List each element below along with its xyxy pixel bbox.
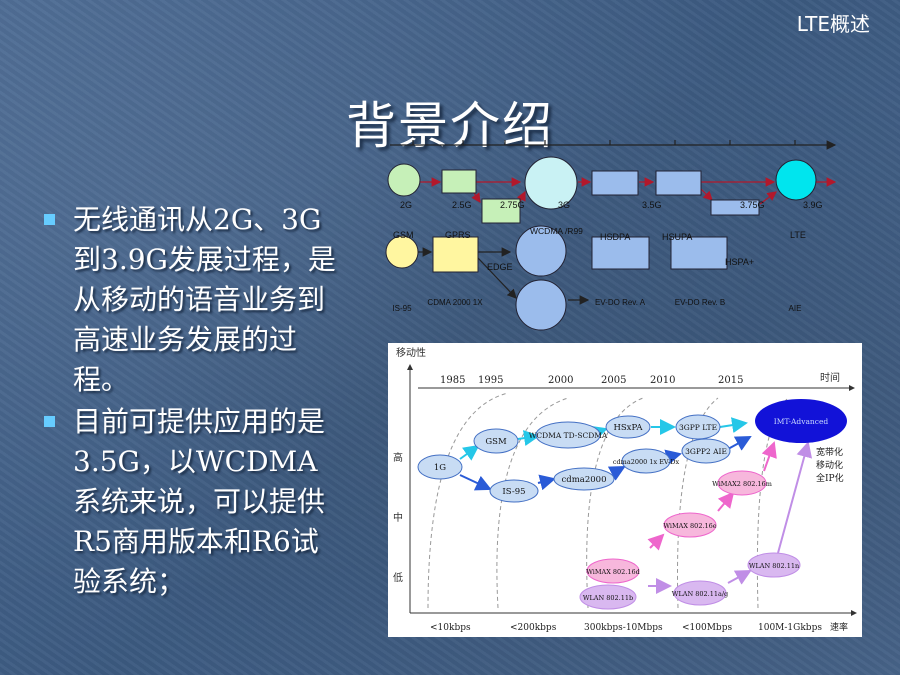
node-label: 1G bbox=[434, 463, 446, 473]
node-label: GSM bbox=[485, 437, 507, 447]
bullet-list: 无线通讯从2G、3G到3.9G发展过程，是从移动的语音业务到高速业务发展的过程。… bbox=[44, 200, 344, 604]
year-label: 2000 bbox=[548, 375, 573, 386]
rate-label: 速率 bbox=[830, 621, 848, 633]
node-ev-do-2 bbox=[515, 279, 567, 331]
node-ev-do-b bbox=[670, 236, 728, 270]
node-label: IS-95 bbox=[502, 487, 525, 497]
tech-label: GPRS bbox=[445, 230, 471, 240]
node-2-75g bbox=[481, 198, 521, 224]
bullet-text: 目前可提供应用的是3.5G，以WCDMA系统来说，可以提供R5商用版本和R6试验… bbox=[73, 405, 326, 598]
rate-label: <100Mbps bbox=[682, 623, 732, 633]
year-label: 2005 bbox=[601, 375, 626, 386]
gen-label: 2.75G bbox=[500, 200, 525, 210]
node-is95 bbox=[385, 235, 419, 269]
node-cdma2000 bbox=[553, 467, 615, 491]
node-label: WCDMA TD-SCDMA bbox=[529, 431, 608, 440]
node-wcdma bbox=[535, 421, 601, 449]
node-label: cdma2000 1x EV-Dx bbox=[613, 458, 680, 466]
roadmap-x-axis: 时间 bbox=[820, 371, 840, 384]
node-2-5g bbox=[441, 169, 477, 194]
node-label: cdma2000 bbox=[562, 475, 607, 485]
node-3g bbox=[524, 156, 578, 210]
node-label: HSxPA bbox=[613, 423, 643, 433]
node-label: WLAN 802.11a/g bbox=[672, 590, 728, 598]
node-ev-do-a bbox=[591, 236, 650, 270]
node-gsm bbox=[473, 428, 519, 454]
year-label: 1995 bbox=[478, 375, 503, 386]
node-label: 3GPP LTE bbox=[679, 423, 717, 432]
node-2g bbox=[387, 163, 421, 197]
gen-label: 3.5G bbox=[642, 200, 662, 210]
level-label: 中 bbox=[393, 511, 403, 524]
node-3-5g-a bbox=[591, 170, 639, 196]
bullet-item: 无线通讯从2G、3G到3.9G发展过程，是从移动的语音业务到高速业务发展的过程。 bbox=[44, 200, 344, 400]
node-hspa bbox=[605, 415, 651, 439]
evolution-diagram: 2G 2.5G 2.75G 3G 3.5G 3.75G 3.9G GSM GPR… bbox=[385, 140, 837, 331]
tech-label: EDGE bbox=[487, 262, 513, 272]
node-cdma2000 bbox=[432, 236, 479, 273]
tech-label: HSUPA bbox=[662, 232, 692, 242]
node-label: 3GPP2 AIE bbox=[685, 447, 727, 456]
rate-label: 300kbps-10Mbps bbox=[584, 623, 663, 633]
side-note: 全IP化 bbox=[816, 472, 844, 484]
node-ev-do bbox=[515, 225, 567, 277]
node-imt bbox=[755, 399, 847, 443]
tech-label: EV-DO Rev. A bbox=[595, 298, 646, 307]
node-wlanb bbox=[579, 584, 637, 610]
tech-label: HSPA+ bbox=[725, 257, 754, 267]
node-wimax2 bbox=[717, 470, 767, 496]
node-3-75g bbox=[710, 199, 760, 216]
node-is95 bbox=[489, 479, 539, 503]
node-evdo bbox=[621, 448, 671, 474]
bullet-marker-icon bbox=[44, 416, 55, 427]
tech-label: EV-DO Rev. B bbox=[675, 298, 726, 307]
tech-label: HSDPA bbox=[600, 232, 630, 242]
node-label: WiMAX2 802.16m bbox=[712, 480, 772, 488]
tech-label: IS-95 bbox=[392, 304, 412, 313]
bullet-item: 目前可提供应用的是3.5G，以WCDMA系统来说，可以提供R5商用版本和R6试验… bbox=[44, 402, 344, 602]
gen-label: 2G bbox=[400, 200, 412, 210]
node-3-9g bbox=[775, 159, 817, 201]
bullet-text: 无线通讯从2G、3G到3.9G发展过程，是从移动的语音业务到高速业务发展的过程。 bbox=[73, 203, 336, 396]
rate-label: <200kbps bbox=[510, 623, 557, 633]
rate-label: <10kbps bbox=[430, 623, 471, 633]
node-label: WiMAX 802.16e bbox=[663, 522, 716, 530]
node-label: IMT-Advanced bbox=[774, 417, 829, 426]
tech-label: LTE bbox=[790, 230, 806, 240]
gen-label: 3.9G bbox=[803, 200, 823, 210]
bullet-marker-icon bbox=[44, 214, 55, 225]
node-aie bbox=[681, 438, 731, 464]
roadmap-y-axis: 移动性 bbox=[396, 346, 426, 359]
tech-label: WCDMA /R99 bbox=[530, 226, 583, 236]
rate-label: 100M-1Gkbps bbox=[758, 623, 822, 633]
year-label: 1985 bbox=[440, 375, 465, 386]
year-label: 2010 bbox=[650, 375, 675, 386]
corner-label: LTE概述 bbox=[796, 12, 870, 36]
node-wlann bbox=[747, 552, 801, 578]
tech-label: CDMA 2000 1X bbox=[427, 298, 483, 307]
node-label: WLAN 802.11b bbox=[583, 594, 633, 602]
side-note: 移动化 bbox=[816, 459, 843, 471]
node-wlanag bbox=[673, 580, 727, 606]
gen-label: 3.75G bbox=[740, 200, 765, 210]
gen-label: 3G bbox=[558, 200, 570, 210]
level-label: 低 bbox=[393, 571, 403, 584]
node-1g bbox=[417, 454, 463, 480]
node-wimaxd bbox=[586, 558, 640, 584]
node-3-5g-b bbox=[655, 170, 702, 196]
node-wimaxe bbox=[663, 512, 717, 538]
gen-label: 2.5G bbox=[452, 200, 472, 210]
level-label: 高 bbox=[393, 451, 403, 464]
node-lte bbox=[675, 414, 721, 440]
side-note: 宽带化 bbox=[816, 446, 843, 458]
node-label: WLAN 802.11n bbox=[749, 562, 799, 570]
roadmap-figure: 移动性 时间 1985 1995 2000 2005 2010 2015 高 中… bbox=[388, 343, 862, 637]
year-label: 2015 bbox=[718, 375, 743, 386]
tech-label: AIE bbox=[789, 304, 802, 313]
tech-label: GSM bbox=[393, 230, 414, 240]
node-label: WiMAX 802.16d bbox=[586, 568, 640, 576]
